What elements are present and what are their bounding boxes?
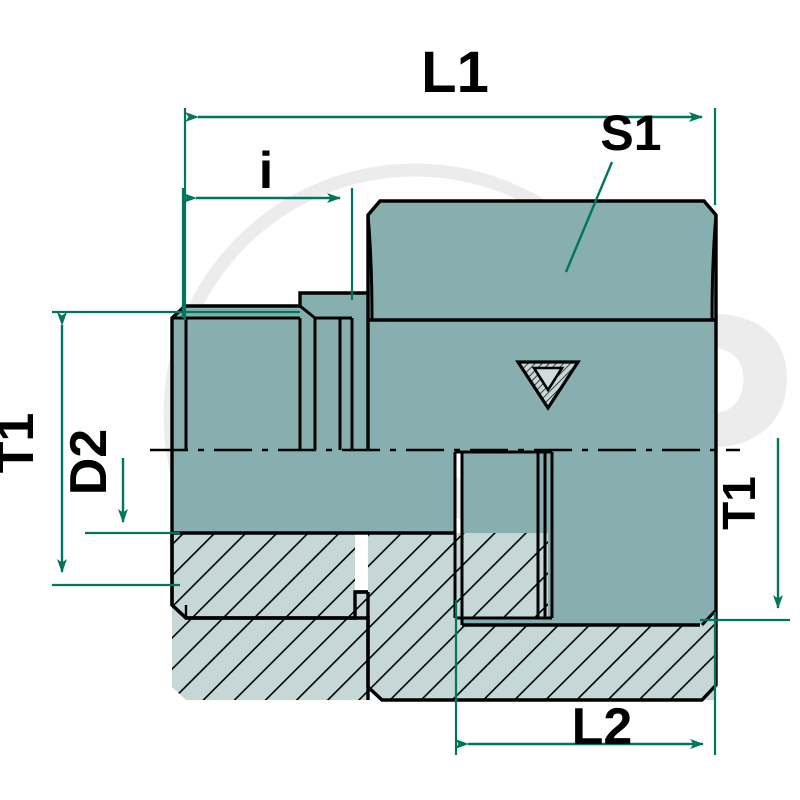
dimension-L2 (454, 600, 717, 755)
dimension-layer (52, 108, 790, 755)
bore-section-hatched (462, 533, 548, 618)
label-D2: D2 (60, 429, 118, 495)
v-mark-inner-triangle (531, 366, 565, 393)
dimension-L1 (183, 108, 717, 320)
hex-upper-body (368, 201, 716, 450)
dimension-labels: L1 i S1 T1 D2 T1 L2 (0, 40, 765, 756)
label-L1: L1 (421, 40, 489, 105)
hex-left-edge-curve (366, 214, 374, 321)
collar-upper-body (352, 293, 368, 450)
dimension-i (181, 188, 354, 318)
label-S1: S1 (600, 105, 661, 161)
v-mark-logo (515, 360, 581, 411)
bottom-right-chamfer (700, 608, 718, 627)
dimension-S1 (564, 161, 614, 273)
stud-upper-body (172, 293, 352, 450)
S1-leader-line (564, 161, 614, 273)
part-geometry (150, 199, 740, 702)
label-T1-right: T1 (713, 476, 765, 530)
label-i: i (259, 142, 273, 200)
label-T1-left: T1 (0, 413, 45, 474)
label-L2: L2 (572, 698, 633, 756)
dimension-D2 (85, 458, 180, 535)
stud-relief-chamfer (299, 304, 316, 320)
dimension-T1-left (52, 310, 300, 587)
lower-upper-teal (172, 450, 716, 625)
hex-right-edge-curve (710, 214, 718, 321)
